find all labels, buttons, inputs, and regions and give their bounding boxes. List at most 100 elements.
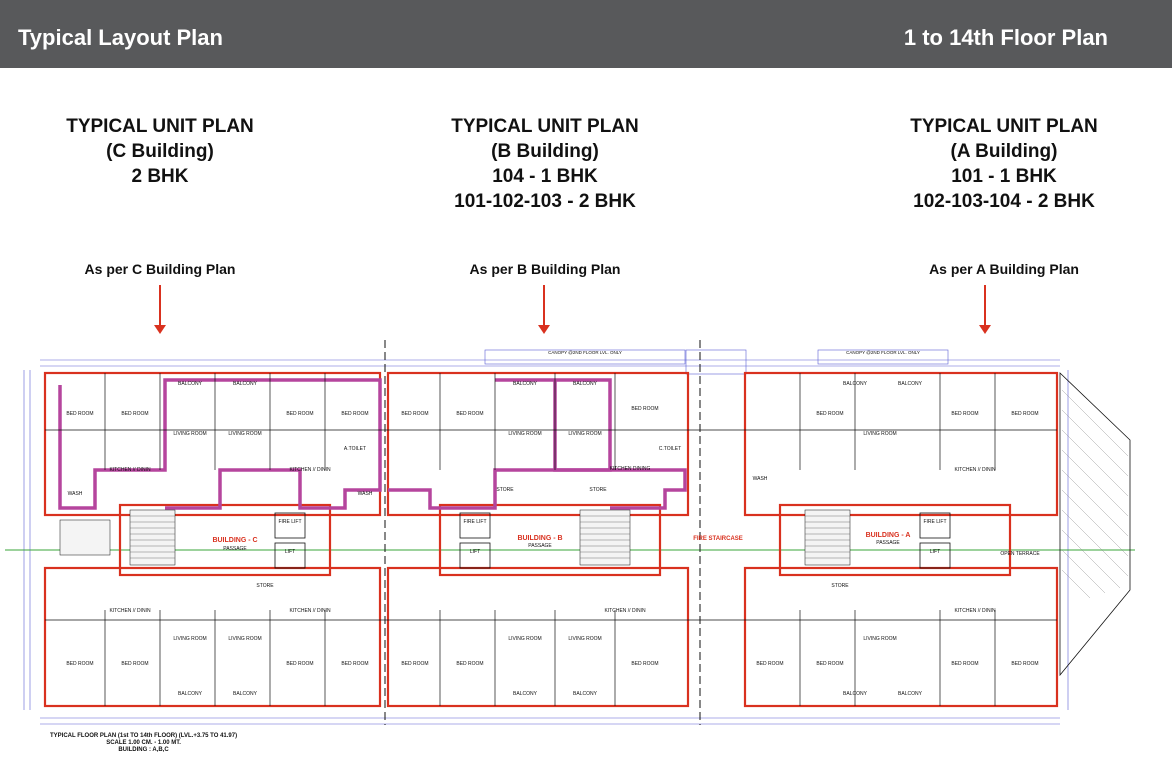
heading-line: (C Building) bbox=[106, 141, 214, 162]
staircase bbox=[59, 509, 851, 566]
heading-line: TYPICAL UNIT PLAN bbox=[66, 116, 254, 137]
down-arrow-icon bbox=[538, 285, 550, 334]
fire-lift-label: FIRE LIFT bbox=[278, 519, 301, 525]
room-label: BALCONY bbox=[233, 381, 258, 387]
room-label: BED ROOM bbox=[66, 411, 93, 417]
room-label: BED ROOM bbox=[756, 661, 783, 667]
caption-line: TYPICAL FLOOR PLAN (1st TO 14th FLOOR) (… bbox=[50, 733, 238, 739]
canopy-label: CANOPY @2ND FLOOR LVL. ONLY bbox=[548, 350, 622, 355]
fire-staircase-label: FIRE STAIRCASE bbox=[693, 536, 743, 542]
room-label: BED ROOM bbox=[951, 411, 978, 417]
room-label: BED ROOM bbox=[66, 661, 93, 667]
page-title: Typical Layout Plan bbox=[18, 25, 223, 50]
room-label: WASH bbox=[753, 476, 768, 482]
room-label: KITCHEN // DININ bbox=[289, 608, 331, 614]
fire-lift-label: FIRE LIFT bbox=[923, 519, 946, 525]
heading-line: (B Building) bbox=[491, 141, 599, 162]
room-label: BED ROOM bbox=[631, 661, 658, 667]
room-label: BED ROOM bbox=[816, 411, 843, 417]
room-label: BED ROOM bbox=[286, 411, 313, 417]
room-label: KITCHEN // DININ bbox=[289, 467, 331, 473]
room-label: KITCHEN // DININ bbox=[954, 467, 996, 473]
room-label: BALCONY bbox=[898, 381, 923, 387]
room-label: STORE bbox=[831, 583, 849, 589]
room-label: BED ROOM bbox=[951, 661, 978, 667]
room-label: STORE bbox=[589, 487, 607, 493]
room-label: BED ROOM bbox=[631, 406, 658, 412]
room-label: BED ROOM bbox=[456, 661, 483, 667]
room-label: KITCHEN // DININ bbox=[109, 608, 151, 614]
room-label: LIVING ROOM bbox=[568, 636, 601, 642]
interior-walls bbox=[45, 373, 1057, 706]
room-label: BALCONY bbox=[513, 381, 538, 387]
lift-label: LIFT bbox=[930, 549, 940, 555]
room-label: LIVING ROOM bbox=[173, 636, 206, 642]
room-label: STORE bbox=[496, 487, 514, 493]
page-subtitle: 1 to 14th Floor Plan bbox=[903, 25, 1108, 50]
room-label: BALCONY bbox=[843, 691, 868, 697]
room-label: BED ROOM bbox=[401, 411, 428, 417]
room-label: BED ROOM bbox=[1011, 661, 1038, 667]
room-label: KITCHEN // DININ bbox=[109, 467, 151, 473]
room-label: LIVING ROOM bbox=[228, 431, 261, 437]
stair-treads bbox=[130, 515, 850, 559]
room-label: LIVING ROOM bbox=[173, 431, 206, 437]
heading-line: TYPICAL UNIT PLAN bbox=[910, 116, 1098, 137]
room-label: BALCONY bbox=[513, 691, 538, 697]
floor-plan-drawing: CANOPY @2ND FLOOR LVL. ONLY CANOPY @2ND … bbox=[5, 340, 1135, 725]
down-arrow-icon bbox=[979, 285, 991, 334]
room-label: BED ROOM bbox=[1011, 411, 1038, 417]
room-label: C.TOILET bbox=[659, 446, 681, 452]
building-c-label: BUILDING - C bbox=[212, 537, 257, 544]
header-bar: Typical Layout Plan 1 to 14th Floor Plan bbox=[0, 0, 1172, 68]
room-label: BED ROOM bbox=[286, 661, 313, 667]
heading-line: TYPICAL UNIT PLAN bbox=[451, 116, 639, 137]
plan-note-b: As per B Building Plan bbox=[469, 261, 621, 277]
room-label: BALCONY bbox=[573, 691, 598, 697]
room-label: STORE bbox=[256, 583, 274, 589]
open-terrace-label: OPEN TERRACE bbox=[1000, 551, 1040, 557]
fire-lift-label: FIRE LIFT bbox=[463, 519, 486, 525]
building-a-label: BUILDING - A bbox=[866, 532, 911, 539]
room-label: A.TOILET bbox=[344, 446, 366, 452]
room-label: BED ROOM bbox=[121, 661, 148, 667]
building-separator bbox=[384, 340, 701, 725]
room-label: BALCONY bbox=[233, 691, 258, 697]
room-label: BALCONY bbox=[843, 381, 868, 387]
room-label: BED ROOM bbox=[121, 411, 148, 417]
room-label: KITCHEN // DININ bbox=[954, 608, 996, 614]
unit-heading-a: TYPICAL UNIT PLAN (A Building) 101 - 1 B… bbox=[854, 114, 1154, 214]
room-label: BALCONY bbox=[898, 691, 923, 697]
heading-line: 101-102-103 - 2 BHK bbox=[454, 191, 636, 212]
room-label: LIVING ROOM bbox=[863, 636, 896, 642]
lift-shafts bbox=[274, 512, 951, 569]
unit-heading-b: TYPICAL UNIT PLAN (B Building) 104 - 1 B… bbox=[395, 114, 695, 214]
unit-heading-c: TYPICAL UNIT PLAN (C Building) 2 BHK bbox=[10, 114, 310, 189]
room-label: BALCONY bbox=[178, 381, 203, 387]
room-label: BED ROOM bbox=[341, 411, 368, 417]
room-label: KITCHEN // DININ bbox=[604, 608, 646, 614]
heading-line: 101 - 1 BHK bbox=[951, 166, 1057, 187]
canopy-label: CANOPY @2ND FLOOR LVL. ONLY bbox=[846, 350, 920, 355]
room-label: LIVING ROOM bbox=[228, 636, 261, 642]
passage-label: PASSAGE bbox=[528, 543, 552, 549]
passage-label: PASSAGE bbox=[876, 540, 900, 546]
dimension-lines bbox=[23, 349, 1069, 725]
room-label: WASH bbox=[68, 491, 83, 497]
heading-line: 102-103-104 - 2 BHK bbox=[913, 191, 1095, 212]
heading-line: (A Building) bbox=[950, 141, 1058, 162]
room-label: LIVING ROOM bbox=[568, 431, 601, 437]
open-terrace-hatch bbox=[1059, 372, 1131, 677]
room-label: BED ROOM bbox=[816, 661, 843, 667]
plan-note-a: As per A Building Plan bbox=[929, 261, 1079, 277]
room-label: BALCONY bbox=[178, 691, 203, 697]
room-label: LIVING ROOM bbox=[508, 636, 541, 642]
heading-line: 104 - 1 BHK bbox=[492, 166, 598, 187]
room-label: BED ROOM bbox=[456, 411, 483, 417]
room-label: BALCONY bbox=[573, 381, 598, 387]
passage-label: PASSAGE bbox=[223, 546, 247, 552]
lift-label: LIFT bbox=[285, 549, 295, 555]
room-label: WASH bbox=[358, 491, 373, 497]
drawing-caption: TYPICAL FLOOR PLAN (1st TO 14th FLOOR) (… bbox=[50, 733, 237, 754]
plan-note-c: As per C Building Plan bbox=[84, 261, 236, 277]
